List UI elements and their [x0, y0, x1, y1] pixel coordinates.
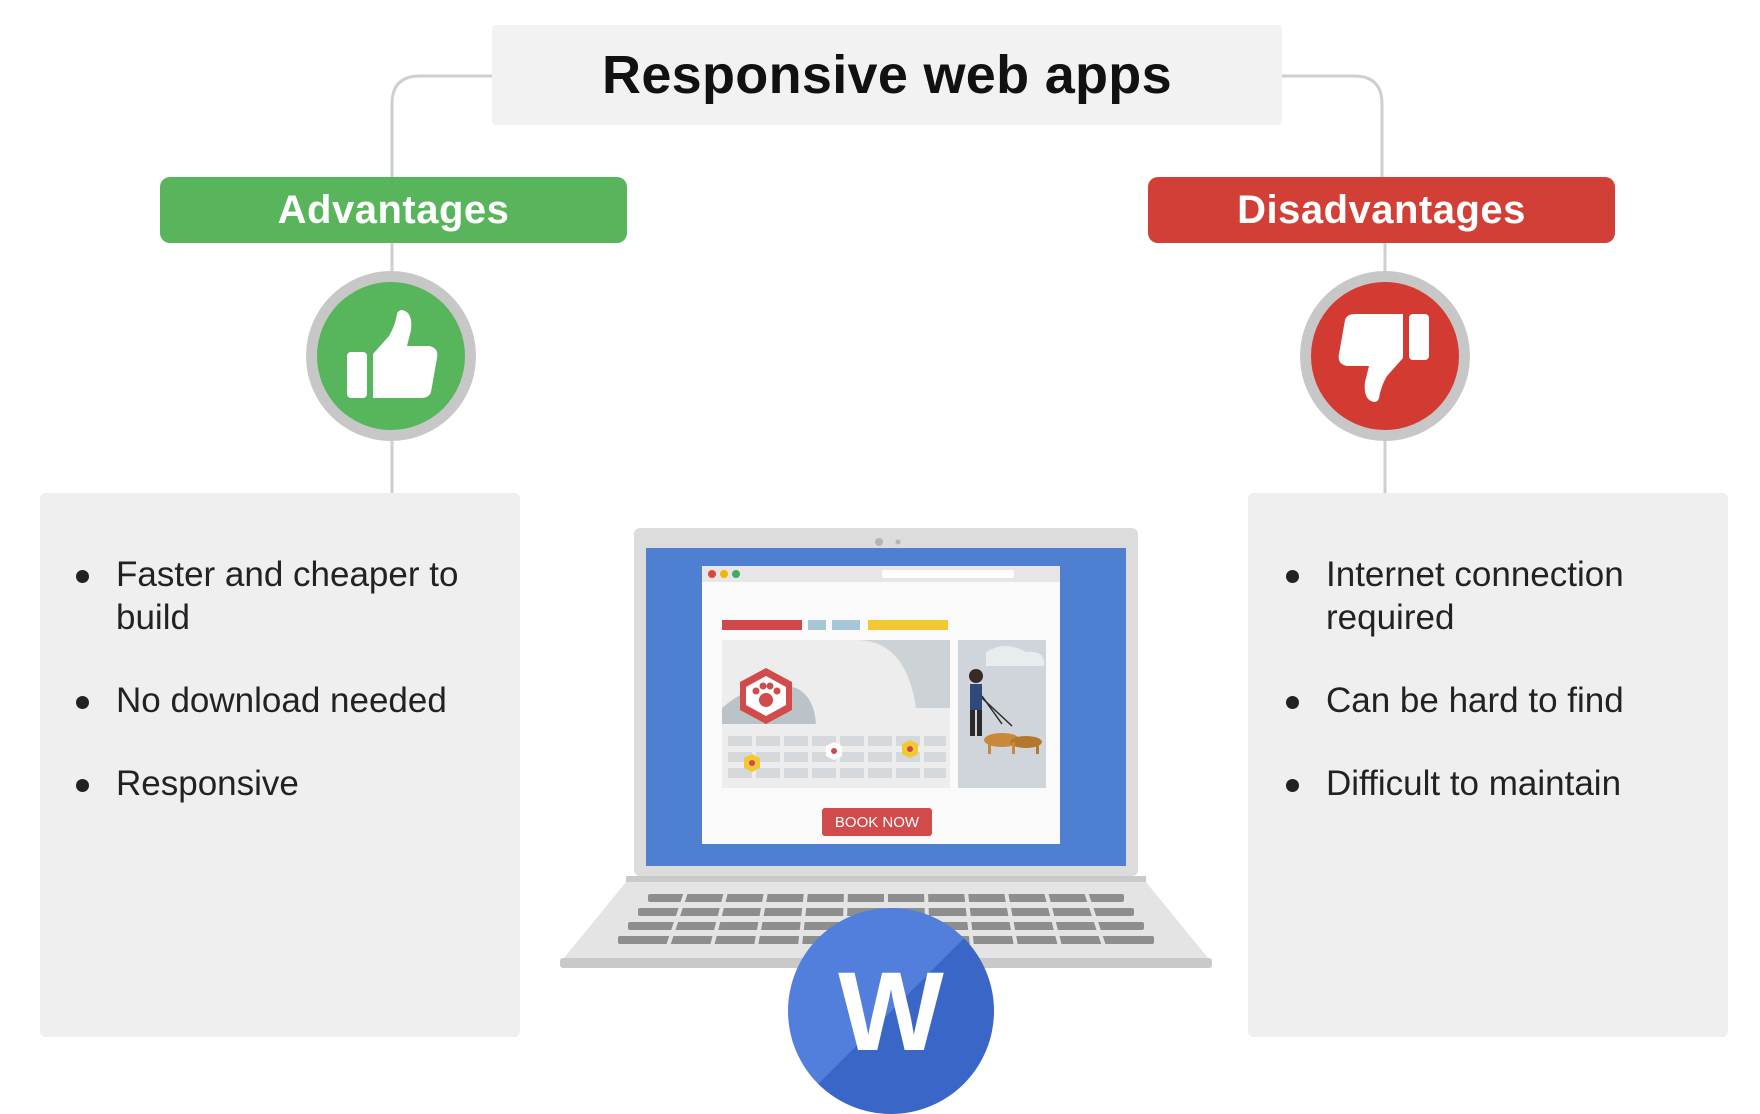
disadvantages-header: Disadvantages	[1148, 177, 1615, 243]
thumbs-down-icon	[1338, 314, 1429, 402]
advantages-badge	[306, 271, 476, 441]
advantages-panel: Faster and cheaper to build No download …	[40, 493, 520, 1037]
list-item: Faster and cheaper to build	[76, 553, 476, 639]
list-item: Internet connection required	[1286, 553, 1686, 639]
web-app-icon: W	[788, 908, 994, 1114]
laptop-illustration: BOOK NOW	[560, 528, 1212, 968]
book-now-label: BOOK NOW	[835, 814, 920, 831]
disadvantages-panel: Internet connection required Can be hard…	[1248, 493, 1728, 1037]
list-item: Difficult to maintain	[1286, 762, 1686, 805]
disadvantages-list: Internet connection required Can be hard…	[1286, 553, 1686, 845]
disadvantages-badge	[1300, 271, 1470, 441]
list-item: Responsive	[76, 762, 476, 805]
web-app-icon-letter: W	[838, 948, 944, 1074]
advantages-list: Faster and cheaper to build No download …	[76, 553, 476, 845]
list-item: Can be hard to find	[1286, 679, 1686, 722]
book-now-button	[822, 808, 932, 836]
advantages-header: Advantages	[160, 177, 627, 243]
thumbs-up-icon	[347, 310, 438, 398]
diagram-title: Responsive web apps	[492, 25, 1282, 125]
list-item: No download needed	[76, 679, 476, 722]
